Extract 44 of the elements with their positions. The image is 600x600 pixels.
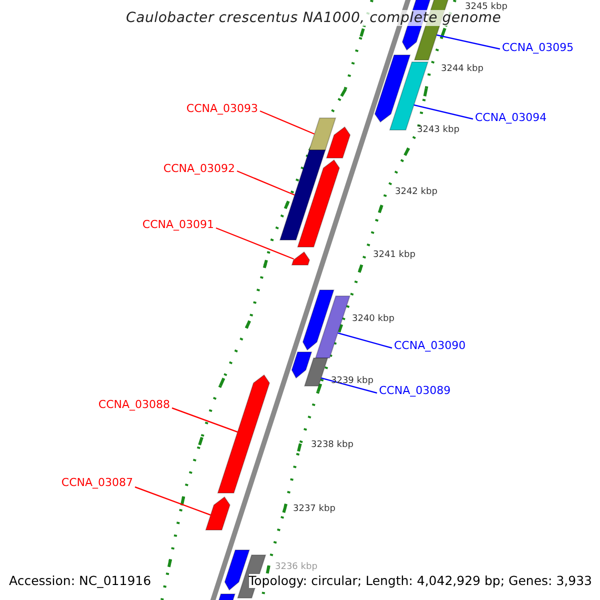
gene-segment xyxy=(326,126,351,158)
scale-label: 3245 kbp xyxy=(465,2,508,12)
gene-segment xyxy=(291,251,310,266)
leader-line xyxy=(260,110,315,135)
gene-segment xyxy=(297,159,340,248)
gene-block xyxy=(304,358,328,386)
gene-block xyxy=(279,150,326,240)
gene-block xyxy=(308,118,336,150)
leader-line xyxy=(436,34,500,50)
gene-segment xyxy=(224,550,250,591)
gene-block xyxy=(314,296,350,358)
gene-label: CCNA_03095 xyxy=(502,42,574,55)
gene-segment xyxy=(291,352,312,379)
gene-label: CCNA_03087 xyxy=(61,477,133,490)
scale-label: 3236 kbp xyxy=(275,562,318,572)
gene-label: CCNA_03090 xyxy=(394,340,466,353)
leader-line xyxy=(216,227,294,260)
gene-label: CCNA_03089 xyxy=(379,385,451,398)
gene-segment xyxy=(374,54,411,123)
gene-label: CCNA_03088 xyxy=(98,399,170,412)
leader-line xyxy=(236,170,295,196)
scale-label: 3238 kbp xyxy=(311,440,354,450)
leader-line xyxy=(414,104,474,120)
leader-line xyxy=(320,377,378,394)
scale-label: 3240 kbp xyxy=(352,314,394,324)
scale-label: 3242 kbp xyxy=(395,187,438,198)
accession-text: Accession: NC_011916 xyxy=(9,574,152,588)
gene-label: CCNA_03091 xyxy=(142,219,214,232)
map-title: Caulobacter crescentus NA1000, complete genome xyxy=(124,10,504,26)
leader-line xyxy=(172,407,238,433)
gene-segment xyxy=(217,374,270,494)
gene-label: CCNA_03092 xyxy=(163,163,235,176)
gene-label: CCNA_03093 xyxy=(186,103,258,116)
scale-label: 3237 kbp xyxy=(293,504,336,514)
gene-label: CCNA_03094 xyxy=(475,112,547,125)
gene-segment xyxy=(216,594,236,600)
gene-segment xyxy=(205,496,230,530)
scale-label: 3241 kbp xyxy=(373,250,416,260)
scale-label: 3239 kbp xyxy=(331,376,374,386)
gene-segment xyxy=(302,290,334,351)
scale-label: 3243 kbp xyxy=(417,125,460,136)
leader-line xyxy=(134,486,211,516)
scale-label: 3244 kbp xyxy=(441,64,484,74)
leader-line xyxy=(338,332,392,349)
